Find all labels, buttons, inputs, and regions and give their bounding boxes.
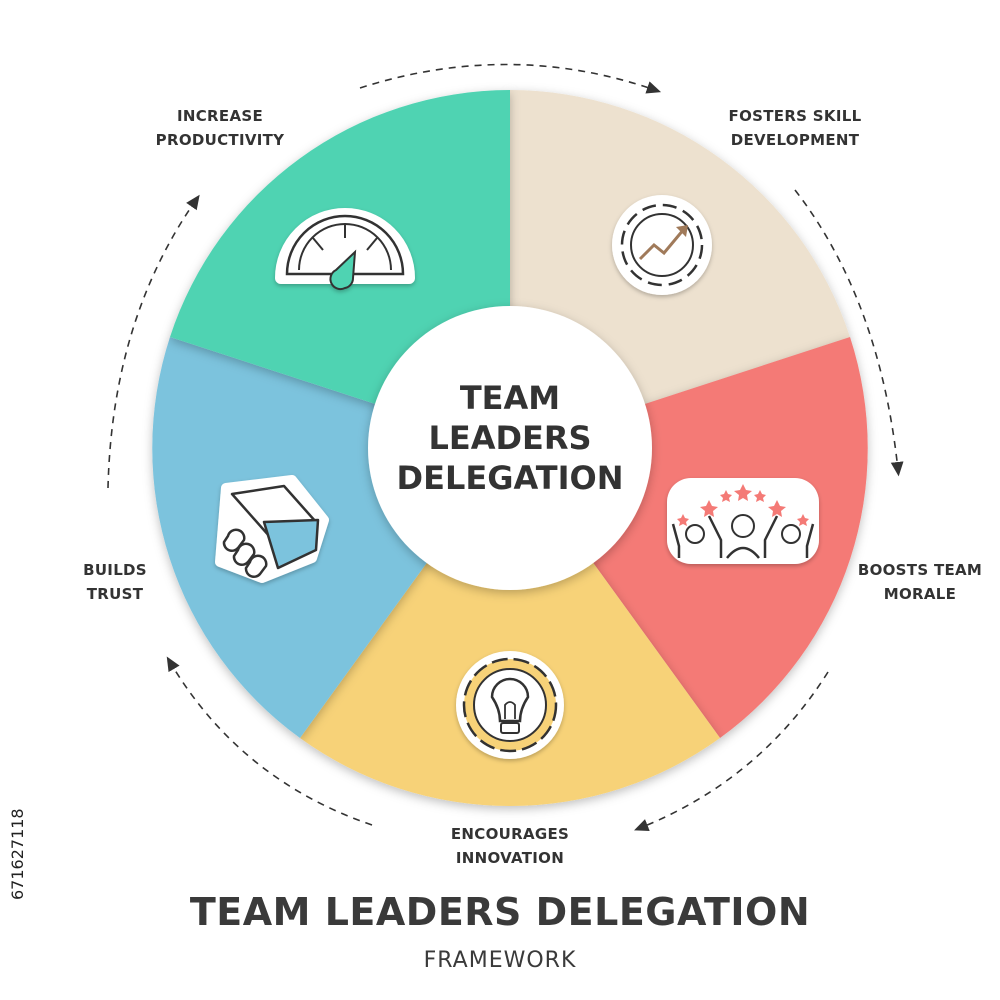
segment-encourages-innovation <box>300 448 720 807</box>
center-title-line: DELEGATION <box>396 459 624 497</box>
handshake-icon <box>215 475 329 583</box>
label-boosts-morale: BOOSTS TEAM MORALE <box>845 558 995 606</box>
page-title: TEAM LEADERS DELEGATION <box>189 890 811 934</box>
center-circle <box>368 306 652 590</box>
label-line: INCREASE <box>177 107 263 125</box>
gear-growth-arrow-icon <box>612 195 712 295</box>
label-line: INNOVATION <box>455 849 565 867</box>
arrow-bottom-left <box>166 656 373 826</box>
center-title-line: TEAM <box>459 379 561 417</box>
page-subtitle: FRAMEWORK <box>423 948 577 973</box>
label-encourages-innovation: ENCOURAGES INNOVATION <box>420 822 600 870</box>
label-line: MORALE <box>883 585 957 603</box>
cheering-team-stars-icon <box>667 478 819 564</box>
label-line: BUILDS <box>83 561 147 579</box>
label-line: DEVELOPMENT <box>730 131 860 149</box>
arrow-top <box>359 63 662 94</box>
stock-image-id: 671627118 <box>8 808 27 900</box>
center-title: TEAM LEADERS DELEGATION <box>370 378 650 498</box>
lightbulb-gear-icon <box>456 651 564 759</box>
label-line: BOOSTS TEAM <box>857 561 983 579</box>
label-line: TRUST <box>86 585 144 603</box>
label-line: FOSTERS SKILL <box>728 107 862 125</box>
speedometer-gauge-icon <box>275 208 415 291</box>
label-line: PRODUCTIVITY <box>155 131 285 149</box>
center-title-line: LEADERS <box>428 419 592 457</box>
label-fosters-skill: FOSTERS SKILL DEVELOPMENT <box>700 104 890 152</box>
arrow-right-lower <box>634 671 829 831</box>
label-increase-productivity: INCREASE PRODUCTIVITY <box>120 104 320 152</box>
label-builds-trust: BUILDS TRUST <box>60 558 170 606</box>
label-line: ENCOURAGES <box>450 825 570 843</box>
arrow-left <box>107 194 200 489</box>
cycle-arrows <box>107 63 904 831</box>
